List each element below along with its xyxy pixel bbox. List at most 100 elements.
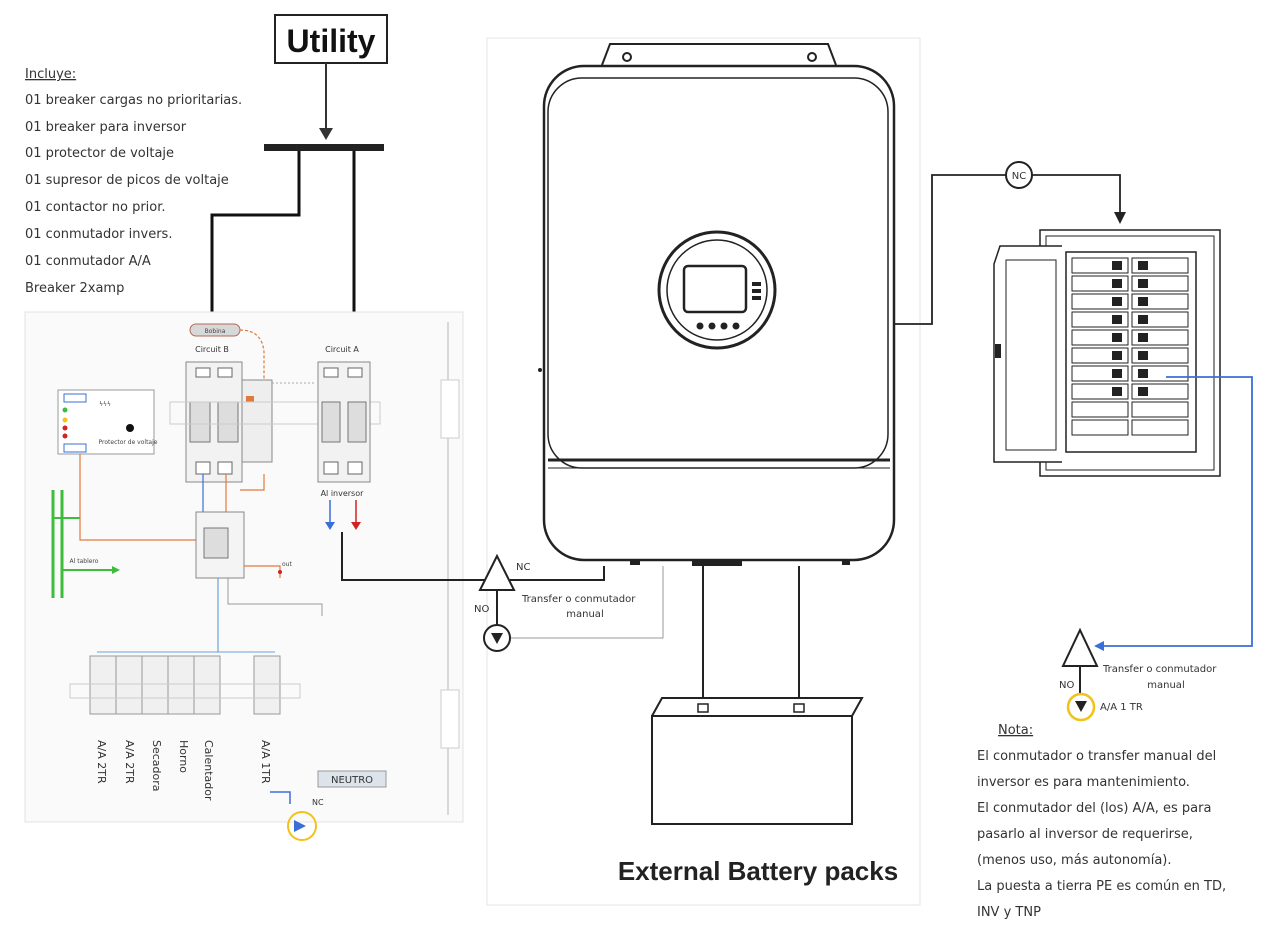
panel-breaker-toggle (1138, 297, 1148, 306)
inverter-frame (486, 37, 921, 906)
right-transfer-label: manual (1147, 680, 1184, 691)
bobina-label: Bobina (205, 328, 226, 335)
note-line: inversor es para mantenimiento. (977, 775, 1190, 790)
note-line: pasarlo al inversor de requerirse, (977, 827, 1193, 842)
panel-breaker-toggle (1138, 351, 1148, 360)
protector-led (62, 407, 68, 413)
protector-wire (79, 454, 196, 541)
contactor (241, 379, 273, 463)
panel-breaker-toggle (1112, 387, 1122, 396)
includes-item: 01 conmutador invers. (25, 227, 172, 242)
nc-to-panel-wire (1032, 174, 1121, 215)
right-transfer-arrow (1075, 701, 1087, 712)
utility-arrow-head (319, 128, 333, 140)
left-transfer-triangle (478, 553, 516, 591)
aa1-nc-marker (287, 811, 317, 841)
inversor-to-transfer-wire (341, 532, 488, 581)
neutro-tag (317, 770, 387, 788)
left-transfer-switch: NC NO Transfer o conmutador manual (474, 553, 636, 652)
panel-breaker-toggle (1138, 315, 1148, 324)
battery-pack: External Battery packs (618, 566, 898, 886)
breaker-terminal (323, 461, 339, 475)
load-panel-door-window (1005, 259, 1057, 451)
aa1-nc-arrow (294, 820, 306, 832)
nc-to-panel-arrow (1114, 212, 1126, 224)
inverter-display-inner-ring (666, 239, 768, 341)
includes-heading: Incluye: (25, 67, 76, 82)
utility-box (274, 14, 388, 64)
note-line: El conmutador del (los) A/A, es para (977, 801, 1211, 816)
note-line: (menos uso, más autonomía). (977, 853, 1172, 868)
neutral-ref-wire (227, 578, 323, 616)
load-panel (993, 229, 1221, 477)
protector-led (62, 433, 68, 439)
inverter-button (732, 322, 740, 330)
panel-breaker (1131, 401, 1189, 418)
right-transfer-no: NO (1059, 680, 1074, 691)
battery-label: External Battery packs (618, 856, 898, 886)
battery-terminal (697, 703, 709, 713)
bracket-hole (622, 52, 632, 62)
includes-item: 01 protector de voltaje (25, 146, 174, 161)
inverter-terminal (842, 560, 850, 565)
branch-label: Secadora (150, 740, 163, 792)
al-inversor-label: Al inversor (321, 489, 365, 498)
breaker-terminal (217, 461, 233, 475)
breaker-terminal (217, 367, 233, 378)
panel-breaker-toggle (1112, 333, 1122, 342)
includes-item: 01 breaker para inversor (25, 120, 187, 135)
ground-arrow (112, 566, 120, 574)
transfer-no-wire (504, 566, 664, 639)
inverter-out-wire (894, 174, 1006, 325)
inverter-button (708, 322, 716, 330)
includes-item: Breaker 2xamp (25, 281, 124, 296)
protector-knob (126, 424, 134, 432)
note-line: El conmutador o transfer manual del (977, 749, 1216, 764)
inverter-led (752, 282, 761, 286)
right-transfer-triangle (1061, 627, 1099, 667)
load-panel-breakers (1071, 257, 1189, 436)
left-transfer-label: Transfer o conmutador (521, 594, 636, 605)
left-transfer-label: manual (566, 609, 603, 620)
protector-led (62, 425, 68, 431)
right-transfer-aa-label: A/A 1 TR (1100, 702, 1143, 713)
inverter-side-screw (538, 368, 542, 372)
panel-breaker-toggle (1112, 315, 1122, 324)
contactor-indicator (246, 396, 254, 402)
protector-terminal (63, 393, 87, 403)
bobina-link-wire (240, 474, 265, 491)
panel-breaker-toggle (1112, 261, 1122, 270)
breaker-toggle (189, 401, 211, 443)
aa-to-transfer-arrow (1094, 641, 1104, 651)
panel-breaker-toggle (1112, 351, 1122, 360)
inverter-button (720, 322, 728, 330)
changeover-lever (203, 527, 229, 559)
branch-label: Horno (177, 740, 190, 773)
din-rail (169, 401, 381, 425)
branch-label: A/A 2TR (123, 740, 136, 784)
breaker-toggle (347, 401, 367, 443)
protector-led (62, 417, 68, 423)
includes-item: 01 contactor no prior. (25, 200, 166, 215)
panel-breaker-toggle (1112, 279, 1122, 288)
breaker-toggle (217, 401, 239, 443)
breaker-terminal (323, 367, 339, 378)
inverter-lcd (682, 264, 748, 314)
protector-terminal (63, 443, 87, 453)
left-transfer-arrow (491, 633, 503, 644)
inverter (486, 37, 921, 906)
utility-feed-b (210, 151, 301, 318)
breaker-terminal (195, 461, 211, 475)
protector-logo: ϟϟϟ (99, 401, 111, 408)
circuit-b-label: Circuit B (195, 345, 229, 354)
inverter-terminal (630, 560, 640, 565)
inverter-bracket (601, 43, 837, 66)
load-panel-latch (995, 344, 1001, 358)
panel-breaker-toggle (1138, 261, 1148, 270)
breaker-terminal (347, 367, 363, 378)
panel-breaker (1071, 419, 1129, 436)
inversor-arrow-red (351, 522, 361, 530)
breaker-toggle (321, 401, 341, 443)
utility-title: Utility (287, 23, 376, 59)
